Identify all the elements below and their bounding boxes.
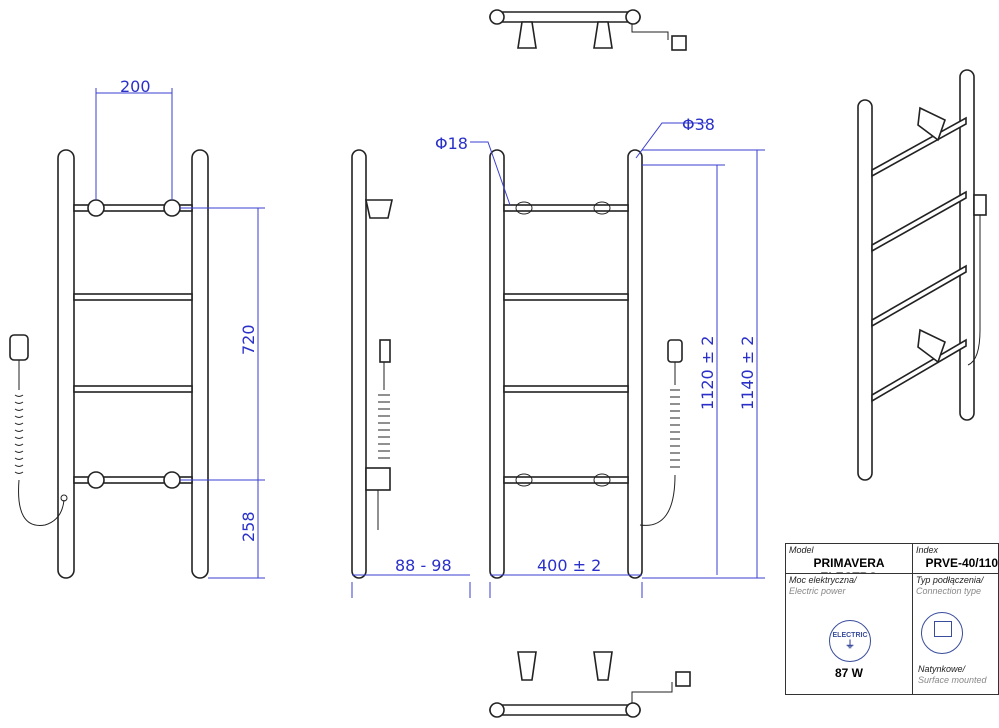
- power-label-en: Electric power: [789, 586, 846, 596]
- dim-rail-diameter: Φ38: [682, 115, 715, 134]
- index-value: PRVE-40/110: [925, 556, 999, 570]
- dim-rung-diameter: Φ18: [435, 134, 468, 153]
- electric-icon-text: ELECTRIC: [832, 632, 868, 639]
- surface-mounted-socket-icon: [921, 612, 963, 654]
- top-view: [489, 9, 687, 51]
- dim-200: 200: [120, 77, 151, 96]
- side-view: [351, 149, 471, 598]
- connection-value-en: Surface mounted: [918, 675, 987, 685]
- dim-wall-distance: 88 - 98: [395, 556, 452, 575]
- model-value: PRIMAVERA ELECTRO: [813, 556, 885, 573]
- plug-icon: ⏚: [845, 640, 855, 651]
- spec-table: Model PRIMAVERA ELECTRO Index PRVE-40/11…: [785, 543, 999, 695]
- power-value: 87 W: [834, 666, 863, 680]
- dim-width: 400 ± 2: [537, 556, 601, 575]
- electric-power-icon: ELECTRIC ⏚: [829, 620, 871, 662]
- connection-value-pl: Natynkowe/: [918, 664, 966, 674]
- connection-label-pl: Typ podłączenia/: [916, 575, 984, 585]
- dim-258: 258: [239, 511, 258, 542]
- power-label-pl: Moc elektryczna/: [789, 575, 857, 585]
- model-label: Model: [789, 545, 814, 555]
- left-view: [9, 88, 265, 579]
- connection-label-en: Connection type: [916, 586, 982, 596]
- dim-height-total: 1140 ± 2: [738, 336, 757, 410]
- dim-720: 720: [239, 324, 258, 355]
- front-view: [470, 122, 765, 598]
- bottom-view: [489, 651, 691, 718]
- isometric-view: [857, 69, 987, 481]
- index-label: Index: [916, 545, 939, 555]
- dim-height-inner: 1120 ± 2: [698, 336, 717, 410]
